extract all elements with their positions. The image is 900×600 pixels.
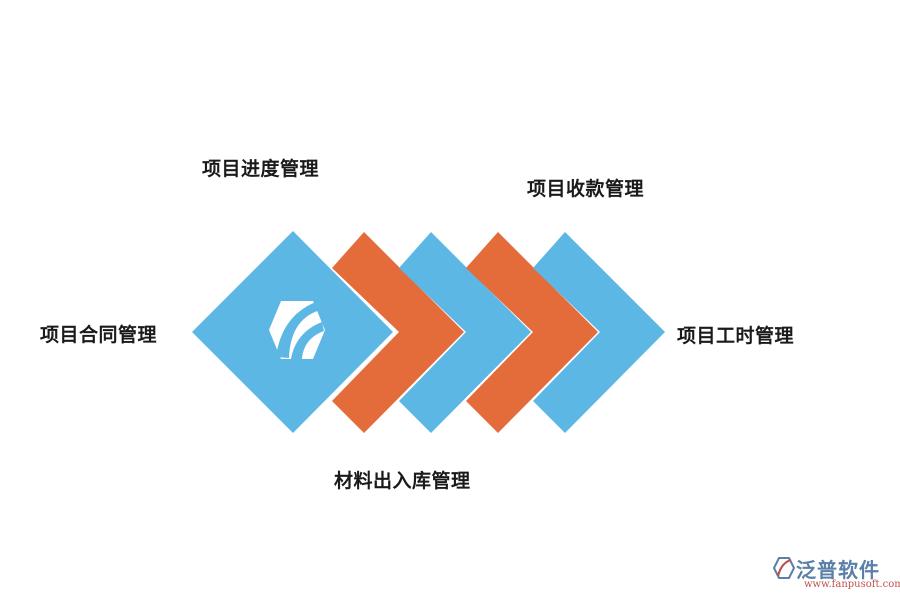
- label-material-management: 材料出入库管理: [334, 470, 471, 492]
- hexagon-logo-icon: [269, 301, 325, 359]
- watermark-name: 泛普软件: [796, 558, 880, 582]
- chevron-3: [466, 232, 598, 433]
- watermark-url: www.fanpusoft.com: [804, 579, 900, 590]
- brand-logo-icon: [772, 557, 796, 579]
- label-hours-management: 项目工时管理: [677, 325, 795, 347]
- label-progress-management: 项目进度管理: [202, 158, 320, 180]
- watermark: 泛普软件 www.fanpusoft.com: [768, 552, 900, 596]
- chevron-1: [332, 232, 464, 433]
- chevron-2: [399, 232, 531, 433]
- label-contract-management: 项目合同管理: [40, 324, 158, 346]
- chevron-4: [533, 232, 665, 433]
- label-payment-management: 项目收款管理: [527, 178, 645, 200]
